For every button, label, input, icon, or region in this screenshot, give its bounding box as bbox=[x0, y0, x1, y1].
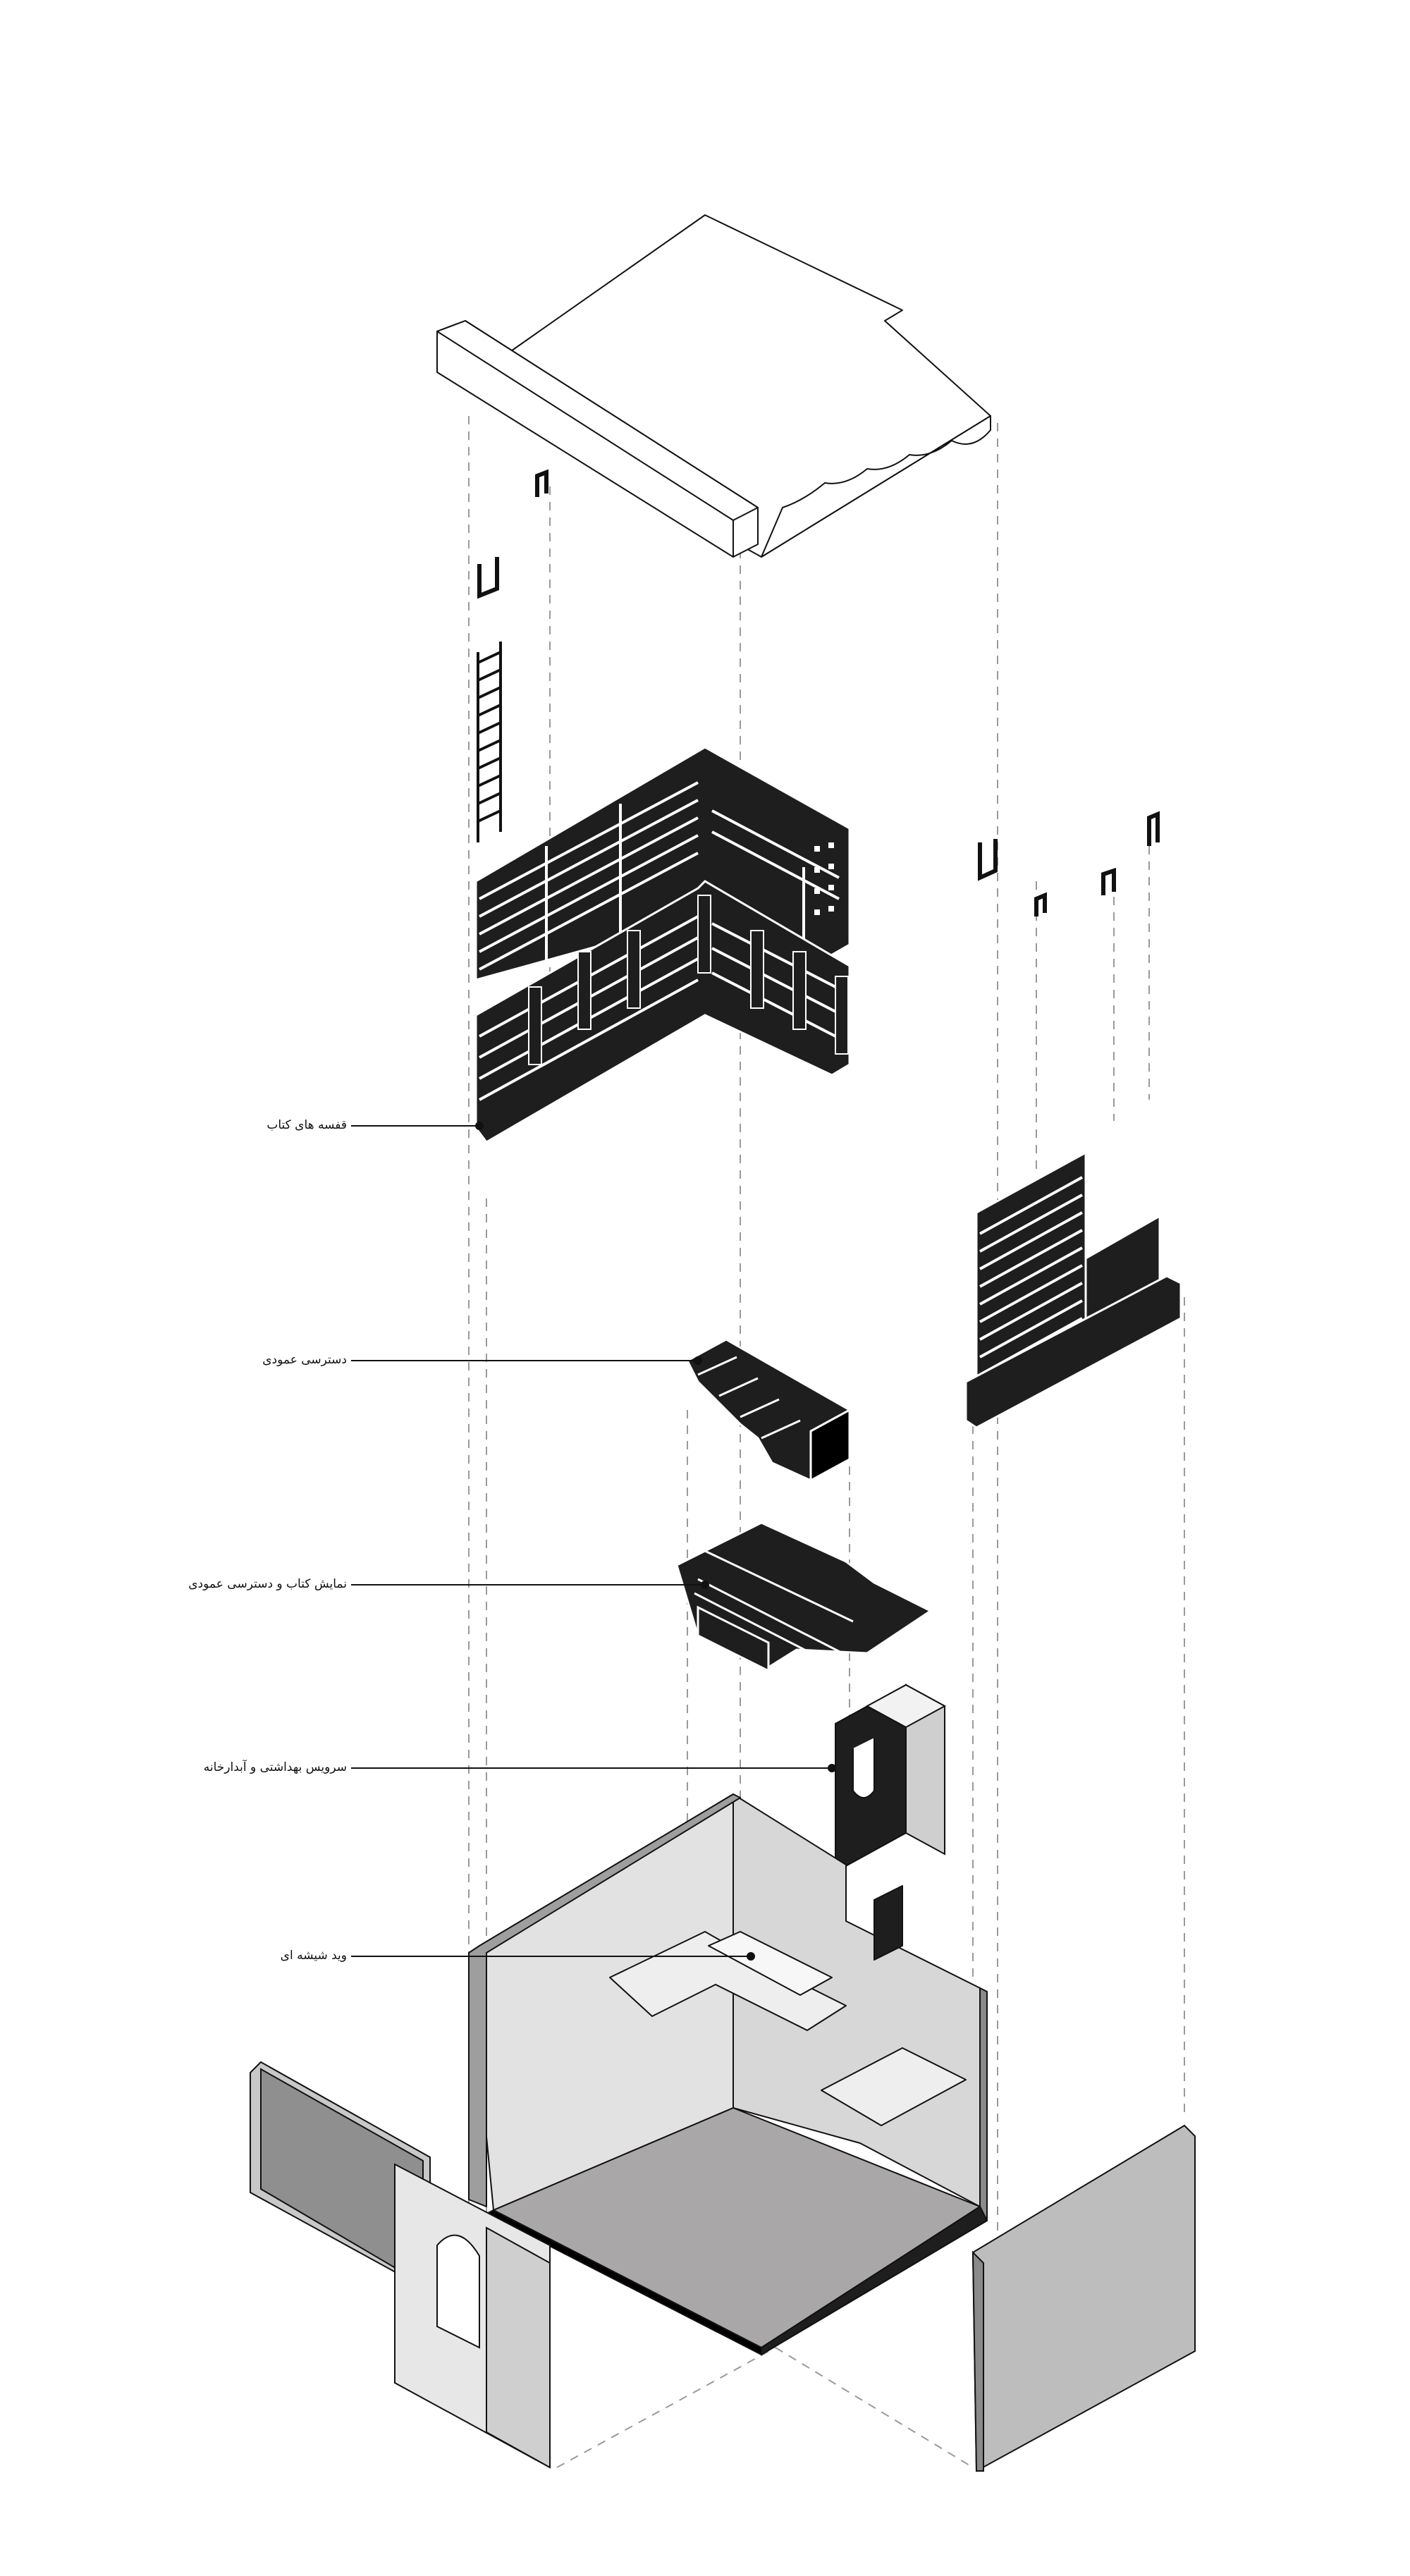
vertical-access-stair bbox=[686, 1338, 851, 1483]
service-box bbox=[835, 1683, 947, 1873]
right-bookshelf bbox=[964, 1151, 1182, 1429]
main-room-shell bbox=[468, 1793, 988, 2355]
roof-slab bbox=[436, 214, 991, 558]
ladder bbox=[477, 642, 502, 842]
right-wall-panel bbox=[971, 2124, 1196, 2472]
label-service: سرویس بهداشتی و آبدارخانه bbox=[203, 1760, 347, 1774]
lower-bookshelf bbox=[474, 880, 851, 1143]
leader-lines bbox=[351, 1122, 836, 1961]
label-book-display-access: نمایش کتاب و دسترسی عمودی bbox=[188, 1577, 347, 1591]
label-vertical-access: دسترسی عمودی bbox=[262, 1353, 347, 1367]
book-display-platform bbox=[675, 1521, 933, 1673]
hook-icons bbox=[477, 469, 1160, 916]
label-bookshelves: قفسه های کتاب bbox=[266, 1118, 347, 1132]
label-glass-void: وید شیشه ای bbox=[280, 1949, 347, 1963]
left-wall-panels bbox=[250, 2061, 551, 2469]
